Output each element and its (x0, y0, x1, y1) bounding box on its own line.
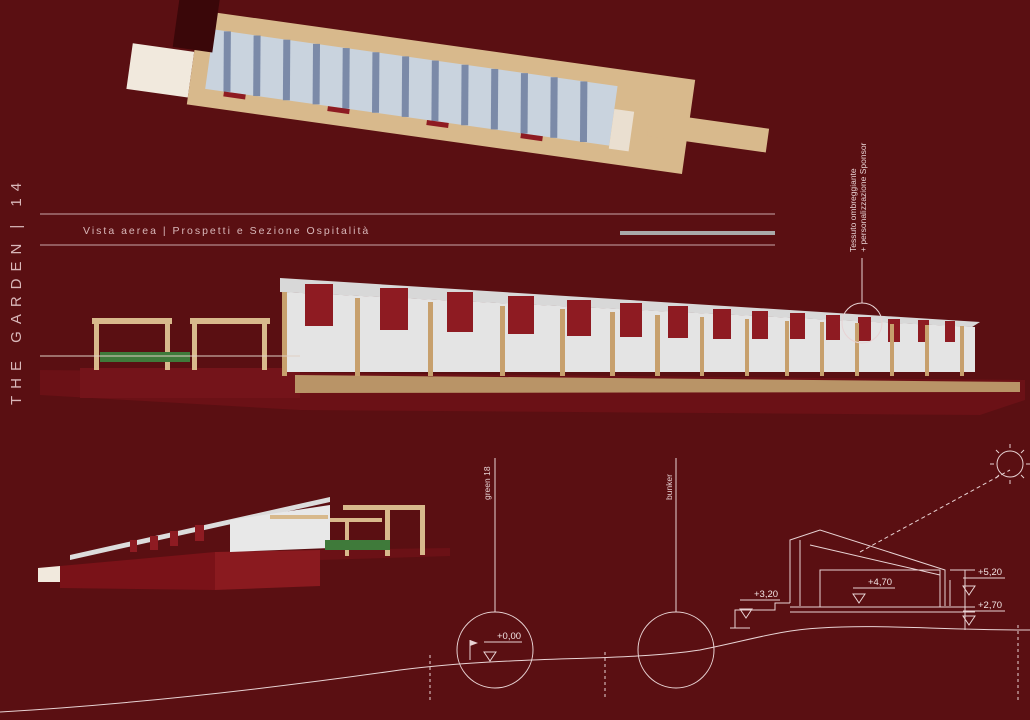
perspective-base (60, 552, 215, 590)
level-interior: +4,70 (868, 577, 893, 588)
bunker-callout-circle (637, 611, 715, 689)
sun-icon (996, 450, 1024, 478)
level-ground: +0,00 (497, 631, 522, 642)
level-marker-deck (739, 608, 753, 619)
elevation-base-left (80, 368, 300, 398)
sheet-subtitle: Vista aerea | Prospetti e Sezione Ospita… (83, 225, 371, 237)
level-marker-side (962, 615, 976, 626)
elevation-deck (295, 375, 1020, 393)
aerial-glass-roof (205, 29, 618, 146)
level-deck: +3,20 (754, 589, 779, 600)
pergola-left (92, 318, 270, 370)
sun-rays-icon (990, 444, 1030, 484)
sun-ray (859, 469, 1011, 553)
aerial-roof-ribs (223, 31, 588, 143)
perspective-pergolas (270, 505, 425, 556)
green-callout-circle (456, 611, 534, 689)
bunker-label: bunker (664, 474, 674, 500)
section-building (730, 529, 975, 630)
sponsor-banners (305, 284, 955, 342)
terrain-profile (0, 626, 1030, 713)
aerial-shadow (172, 0, 221, 53)
aerial-walkway (646, 111, 770, 153)
level-marker-interior (852, 593, 866, 604)
level-roof-top: +5,20 (978, 567, 1003, 578)
level-marker-ground (483, 651, 497, 662)
aerial-end-block (608, 108, 635, 152)
level-side: +2,70 (978, 600, 1003, 611)
aerial-white-block (126, 43, 195, 98)
green-label: green 18 (482, 466, 492, 500)
elevation-posts (282, 292, 964, 376)
perspective-banners (130, 525, 204, 552)
level-marker-roof (962, 585, 976, 596)
